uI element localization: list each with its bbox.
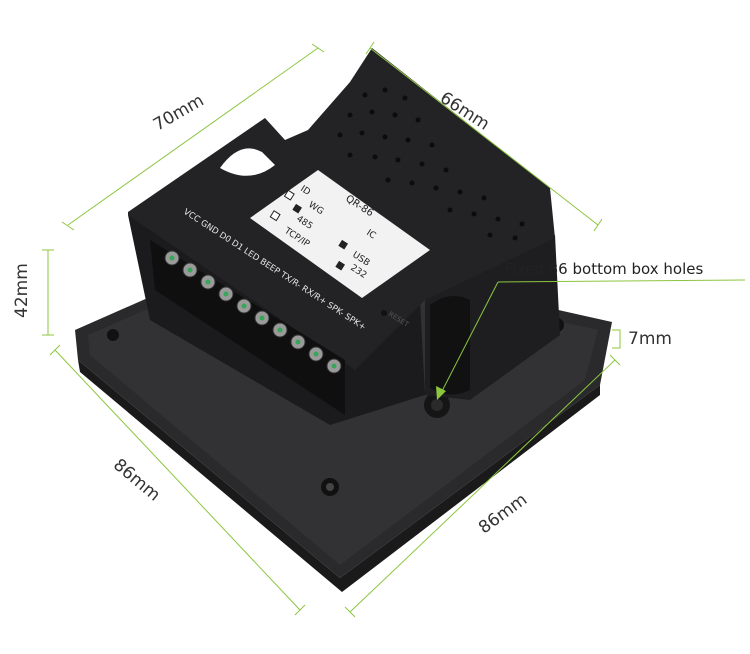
- dimension-label-7mm: 7mm: [628, 329, 672, 349]
- dimension-label-42mm: 42mm: [12, 263, 32, 318]
- dimension-lines: [42, 41, 746, 618]
- vent-holes: [337, 87, 525, 241]
- opt-id: ID: [298, 184, 312, 198]
- terminal-block: [150, 240, 345, 415]
- callout-label-holes: Fixed 86 bottom box holes: [505, 260, 704, 278]
- spec-label: [250, 170, 430, 298]
- callout-arrow: [436, 386, 446, 400]
